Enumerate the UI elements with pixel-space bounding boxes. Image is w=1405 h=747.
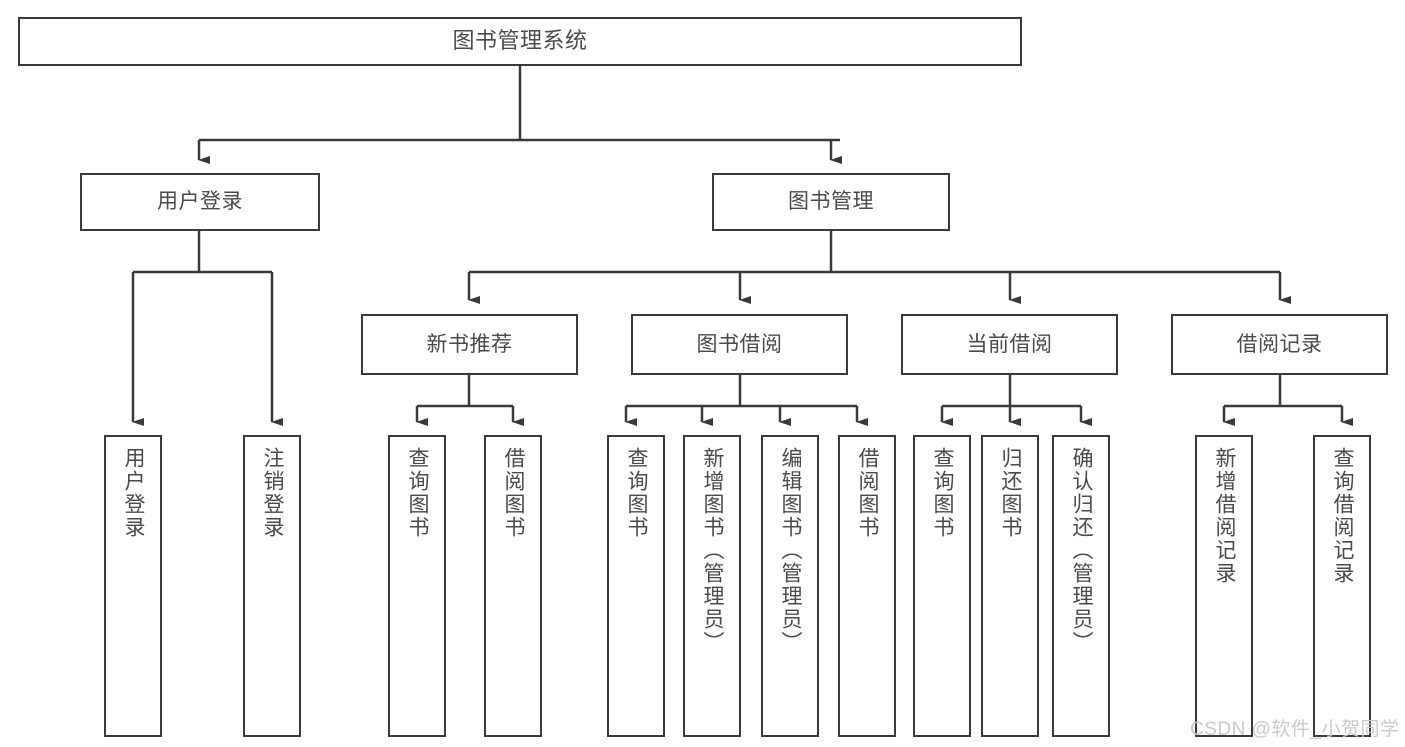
node-label: 图书管理 — [788, 190, 874, 214]
leaf-add-borrow-record[interactable]: 新增借阅记录 — [1195, 435, 1253, 737]
node-label: 图书管理系统 — [452, 28, 588, 54]
leaf-user-login[interactable]: 用户登录 — [104, 435, 162, 737]
node-label: 新增图书（管理员） — [701, 447, 725, 654]
node-label: 新书推荐 — [426, 332, 513, 356]
leaf-add-book-admin[interactable]: 新增图书（管理员） — [683, 435, 741, 737]
node-book-borrow[interactable]: 图书借阅 — [631, 314, 848, 375]
node-label: 当前借阅 — [966, 332, 1053, 356]
node-label: 归还图书 — [999, 447, 1023, 539]
leaf-borrow-book-recommend[interactable]: 借阅图书 — [484, 435, 542, 737]
node-label: 查询图书 — [931, 447, 955, 539]
leaf-confirm-return-admin[interactable]: 确认归还（管理员） — [1052, 435, 1110, 737]
node-borrow-records[interactable]: 借阅记录 — [1171, 314, 1388, 375]
node-label: 查询借阅记录 — [1331, 447, 1355, 585]
node-book-management[interactable]: 图书管理 — [712, 173, 950, 231]
node-label: 查询图书 — [625, 447, 649, 539]
node-label: 借阅图书 — [856, 447, 880, 539]
leaf-logout[interactable]: 注销登录 — [243, 435, 301, 737]
node-label: 用户登录 — [157, 190, 243, 214]
leaf-borrow-book[interactable]: 借阅图书 — [838, 435, 896, 737]
node-label: 确认归还（管理员） — [1070, 447, 1094, 654]
node-user-login[interactable]: 用户登录 — [80, 173, 320, 231]
node-root-book-management-system[interactable]: 图书管理系统 — [18, 17, 1022, 66]
node-label: 编辑图书（管理员） — [779, 447, 803, 654]
leaf-edit-book-admin[interactable]: 编辑图书（管理员） — [761, 435, 819, 737]
node-new-book-recommend[interactable]: 新书推荐 — [361, 314, 578, 375]
csdn-watermark: CSDN @软件_小贺同学 — [1190, 719, 1400, 740]
node-label: 用户登录 — [122, 447, 146, 539]
node-current-borrow[interactable]: 当前借阅 — [901, 314, 1118, 375]
node-label: 新增借阅记录 — [1213, 447, 1237, 585]
leaf-return-book[interactable]: 归还图书 — [981, 435, 1039, 737]
leaf-query-book-borrow[interactable]: 查询图书 — [607, 435, 665, 737]
leaf-query-book-recommend[interactable]: 查询图书 — [388, 435, 446, 737]
node-label: 注销登录 — [261, 447, 285, 539]
leaf-query-book-current[interactable]: 查询图书 — [913, 435, 971, 737]
leaf-query-borrow-record[interactable]: 查询借阅记录 — [1313, 435, 1371, 737]
node-label: 图书借阅 — [696, 332, 783, 356]
node-label: 借阅图书 — [502, 447, 526, 539]
node-label: 查询图书 — [406, 447, 430, 539]
node-label: 借阅记录 — [1236, 332, 1323, 356]
